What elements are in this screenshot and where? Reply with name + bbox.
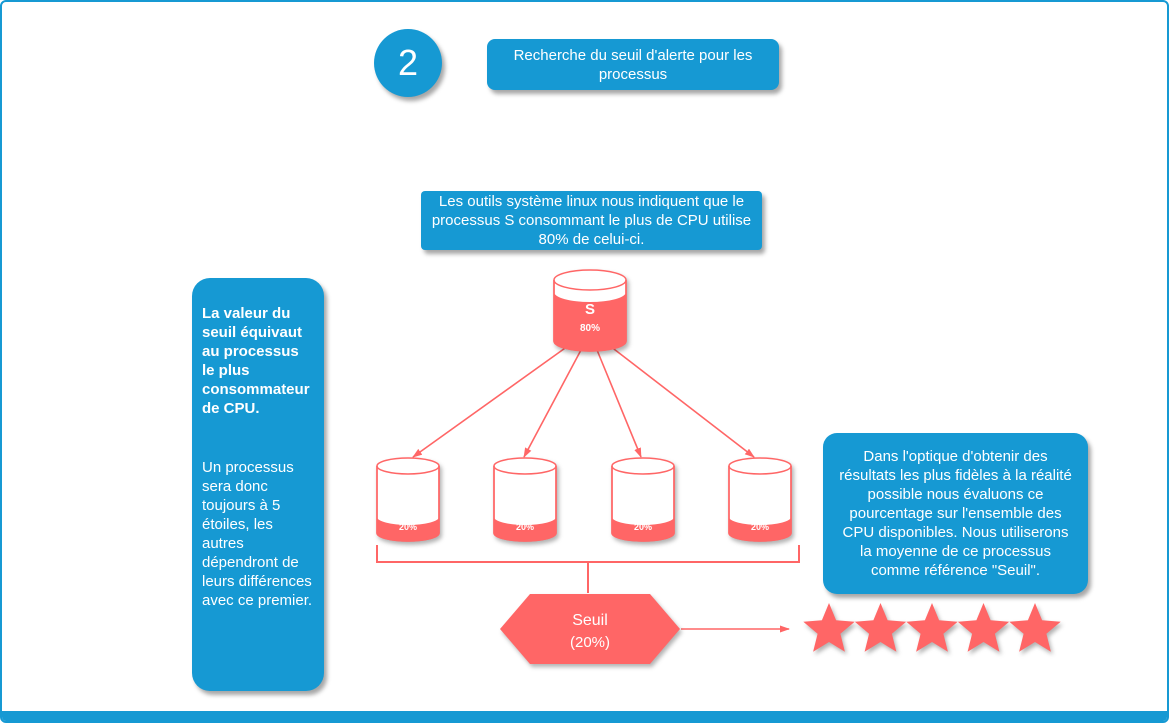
cpu-usage-label: 20% [516,522,534,532]
cpu-cylinder-4: 20% [728,457,792,542]
stars [803,603,1061,652]
threshold-value: (20%) [570,634,610,651]
right-note-text: Dans l'optique d'obtenir des résultats l… [839,448,1072,579]
cpu-cylinder-2: 20% [493,457,557,542]
top-note-text: Les outils système linux nous indiquent … [431,193,752,248]
arrow-to-cpu-4 [609,345,755,458]
right-note-callout: Dans l'optique d'obtenir des résultats l… [823,433,1088,594]
bracket [376,545,800,593]
main-process-label: S [585,301,595,318]
star-icon [854,603,907,652]
left-note-bold-text: La valeur du seuil équivaut au processus… [202,305,310,417]
arrow-to-cpu-2 [523,349,582,458]
left-note-callout: La valeur du seuil équivaut au processus… [192,278,324,691]
page-title-text: Recherche du seuil d'alerte pour les pro… [513,46,753,83]
threshold-hexagon: Seuil (20%) [500,594,680,664]
star-icon [957,603,1010,652]
hexagon-shape [500,594,680,664]
top-note-callout: Les outils système linux nous indiquent … [421,191,762,250]
cpu-usage-label: 20% [634,522,652,532]
arrow-to-cpu-1 [412,345,569,458]
step-number-badge: 2 [374,29,442,97]
cpu-usage-label: 20% [399,522,417,532]
threshold-label: Seuil [572,612,608,629]
step-number: 2 [397,42,419,83]
star-icon [906,603,958,652]
star-icon [803,603,855,652]
left-note-body-text: Un processus sera donc toujours à 5 étoi… [202,459,313,609]
cpu-cylinder-3: 20% [611,457,675,542]
bracket-line [376,545,800,563]
cpu-usage-label: 20% [751,522,769,532]
bottom-accent-bar [2,711,1167,721]
main-process-cylinder: S 80% [553,269,627,352]
star-icon [1009,603,1061,652]
main-process-usage: 80% [580,323,600,334]
page-title: Recherche du seuil d'alerte pour les pro… [487,39,779,90]
cpu-cylinder-1: 20% [376,457,440,542]
arrow-to-cpu-3 [596,349,642,458]
fanout-arrows [412,345,755,458]
